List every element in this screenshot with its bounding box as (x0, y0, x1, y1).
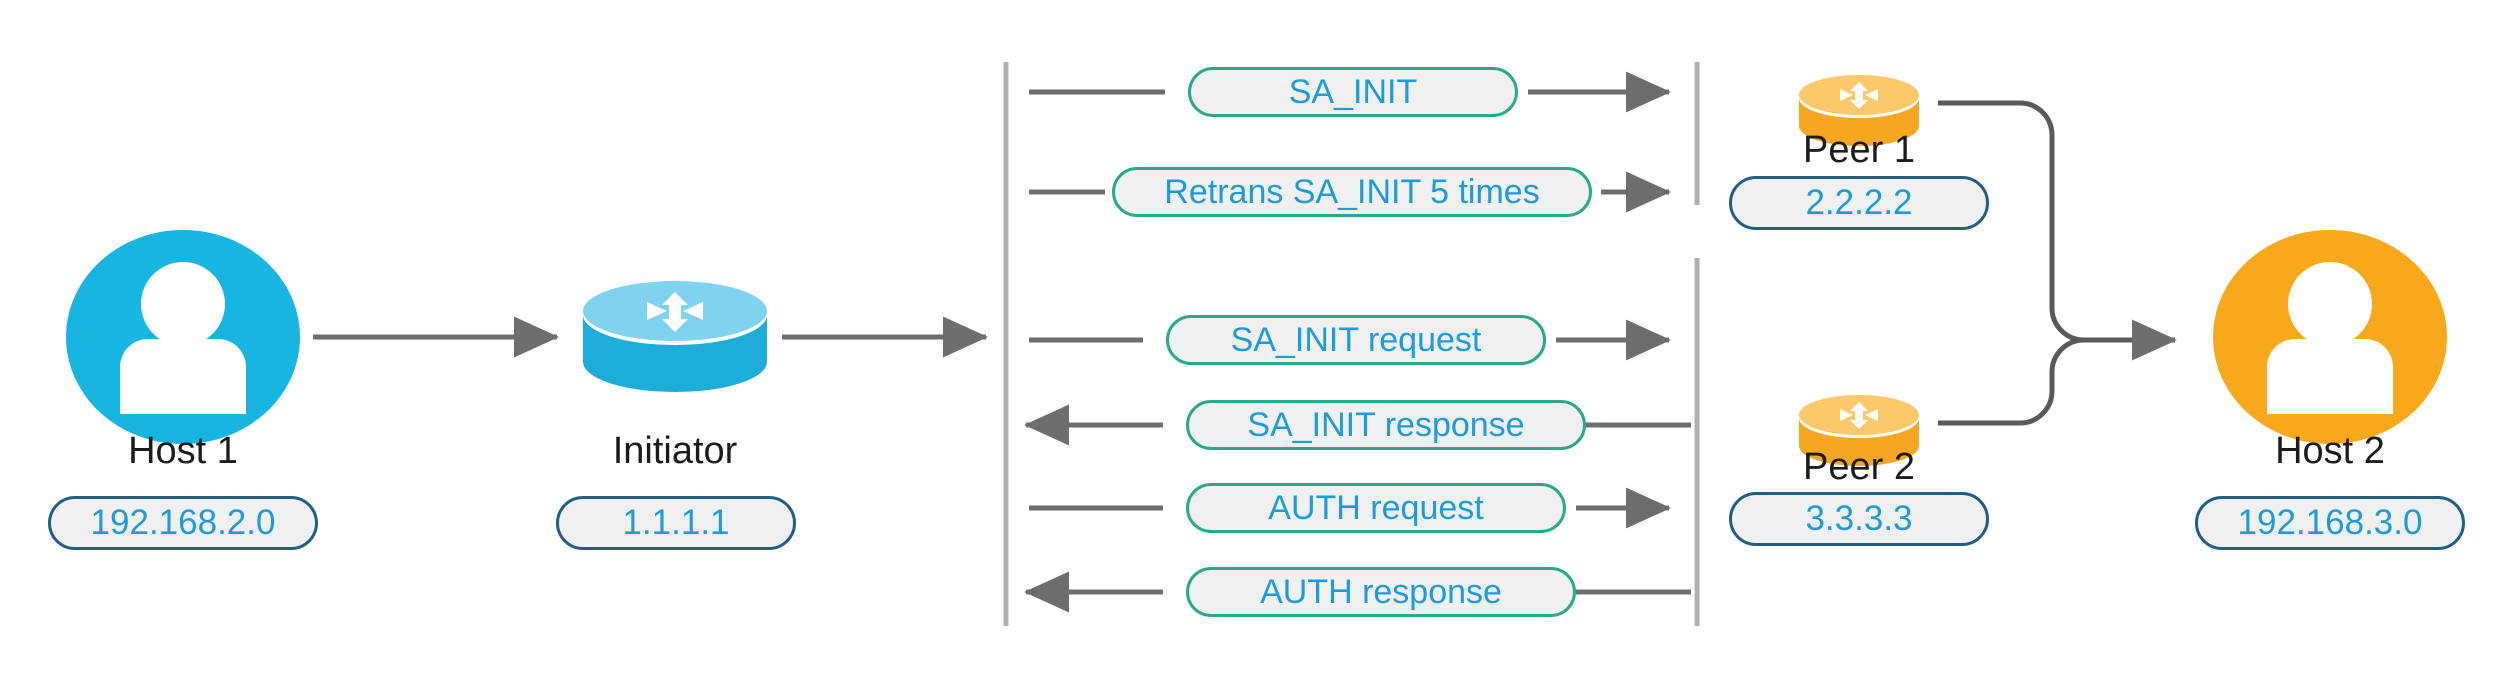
message-pill-sa-init-request: SA_INIT request (1166, 315, 1546, 365)
peer2-label: Peer 2 (1803, 446, 1915, 488)
message-pill-sa-init-response: SA_INIT response (1186, 400, 1586, 450)
message-pill-auth-request: AUTH request (1186, 483, 1566, 533)
message-pill-auth-response: AUTH response (1186, 567, 1576, 617)
host2-avatar-icon (2213, 230, 2447, 444)
peer1-router-icon (1799, 75, 1919, 146)
peer1-label: Peer 1 (1803, 129, 1915, 171)
peer2-to-merge-connector (1938, 337, 2085, 426)
message-pill-sa-init: SA_INIT (1188, 67, 1518, 117)
host2-label: Host 2 (2275, 430, 2385, 472)
peer2-router-icon (1799, 395, 1919, 466)
initiator-label: Initiator (612, 430, 738, 472)
host1-label: Host 1 (128, 430, 238, 472)
initiator-router-icon (583, 281, 767, 392)
host1-avatar-icon (66, 230, 300, 444)
host2-address-badge: 192.168.3.0 (2195, 496, 2465, 550)
message-pill-retrans-sa-init: Retrans SA_INIT 5 times (1112, 167, 1592, 217)
peer1-address-badge: 2.2.2.2 (1729, 176, 1989, 230)
peer2-address-badge: 3.3.3.3 (1729, 492, 1989, 546)
initiator-address-badge: 1.1.1.1 (556, 496, 796, 550)
host1-address-badge: 192.168.2.0 (48, 496, 318, 550)
peer1-to-merge-connector (1938, 100, 2085, 343)
